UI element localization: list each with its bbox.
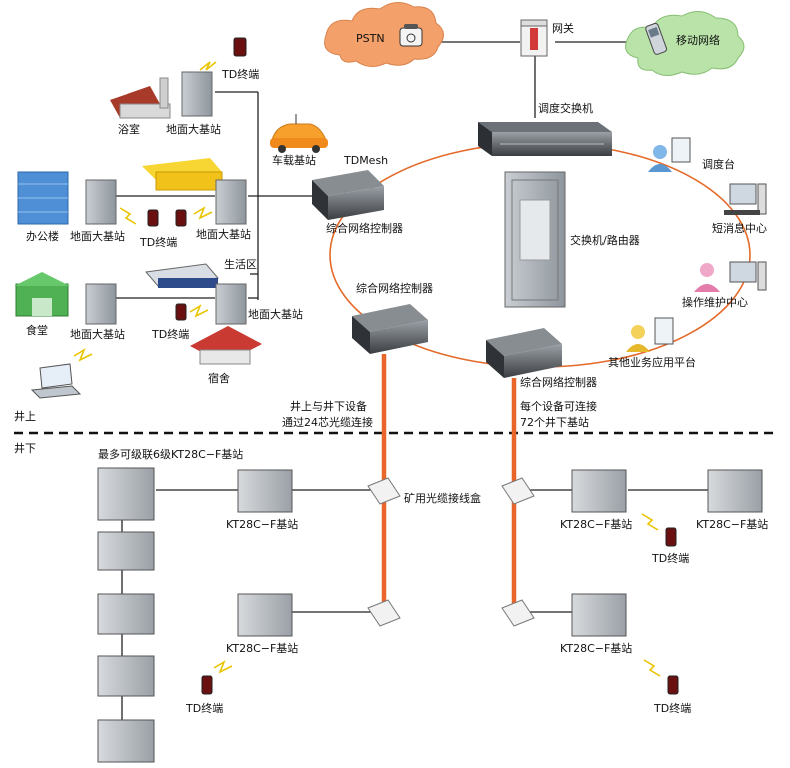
dorm-label: 宿舍 (208, 371, 230, 385)
switch-router-label: 交换机/路由器 (570, 233, 640, 247)
kt-station-label-3: KT28C−F基站 (560, 517, 632, 531)
dispatch-switch-label: 调度交换机 (538, 101, 593, 115)
kt-station-label-2: KT28C−F基站 (226, 641, 298, 655)
dispatch-desk-person-icon (648, 137, 691, 172)
network-controller-left-label: 综合网络控制器 (356, 281, 433, 295)
td-terminal-label-2: TD终端 (139, 235, 177, 249)
dorm-building-icon (190, 326, 262, 365)
canteen-building-icon (14, 272, 70, 317)
capacity-note-line-1: 每个设备可连接 (520, 399, 597, 413)
network-controller-top (312, 170, 384, 220)
switch-router-cabinet (504, 171, 566, 308)
living-building-yellow-icon (142, 158, 223, 191)
ground-station-label-1: 地面大基站 (166, 122, 221, 136)
office-building-icon (17, 171, 69, 225)
network-controller-right (486, 328, 562, 378)
fiber-box-label: 矿用光缆接线盒 (404, 491, 481, 505)
dispatch-desk-label: 调度台 (702, 157, 735, 171)
living-area-label: 生活区 (224, 257, 257, 271)
sms-center-computer-icon (724, 183, 767, 215)
td-terminal-label-6: TD终端 (653, 701, 691, 715)
td-terminal-label-4: TD终端 (651, 551, 689, 565)
pstn-label: PSTN (356, 32, 385, 45)
kt28c-station (237, 469, 763, 637)
ground-station-label-2: 地面大基站 (70, 229, 125, 243)
cascade-note: 最多可级联6级KT28C−F基站 (98, 447, 243, 461)
td-terminal-icon (199, 37, 247, 71)
ground-station-label-3: 地面大基站 (196, 227, 251, 241)
network-controller-left (352, 304, 428, 354)
td-terminal-icon (201, 513, 679, 695)
ground-station-label-4: 地面大基站 (70, 327, 125, 341)
mobile-phone-icon (645, 22, 668, 55)
td-terminal-icon (73, 303, 209, 362)
dispatch-switch-icon (478, 122, 612, 156)
td-terminal-label-1: TD终端 (221, 67, 259, 81)
bath-building-icon (110, 77, 171, 119)
other-platform-label: 其他业务应用平台 (608, 355, 696, 369)
kt-station-label-4: KT28C−F基站 (696, 517, 768, 531)
top-links (112, 41, 630, 300)
gateway-label: 网关 (552, 21, 574, 35)
ground-station-cabinet (85, 283, 247, 325)
vehicle-station-car-icon (270, 114, 328, 153)
ops-center-label: 操作维护中心 (682, 295, 748, 309)
network-controller-top-label: 综合网络控制器 (326, 221, 403, 235)
fiber-note-line-1: 井上与井下设备 (290, 399, 367, 413)
bath-label: 浴室 (118, 122, 140, 136)
gateway-icon (520, 19, 548, 57)
td-terminal-label-5: TD终端 (185, 701, 223, 715)
kt-station-label-5: KT28C−F基站 (560, 641, 632, 655)
below-ground-label: 井下 (14, 441, 36, 455)
other-platform-person-icon (626, 317, 674, 352)
laptop-icon (30, 363, 82, 399)
ground-station-label-5: 地面大基站 (248, 307, 303, 321)
kt-station-label-1: KT28C−F基站 (226, 517, 298, 531)
fiber-junction-box (367, 477, 535, 627)
office-label: 办公楼 (26, 229, 59, 243)
ground-station-cabinet (181, 71, 213, 117)
ground-station-cabinet (85, 179, 247, 225)
above-ground-label: 井上 (14, 409, 36, 423)
tdmesh-label: TDMesh (343, 154, 388, 167)
mobile-network-label: 移动网络 (676, 33, 720, 47)
ops-center-person-icon (694, 261, 767, 292)
pstn-cloud: PSTN (324, 2, 444, 67)
fiber-trunks (381, 354, 517, 610)
sms-center-label: 短消息中心 (712, 221, 767, 235)
living-area-building-icon (145, 263, 219, 288)
kt28c-cascade-column (97, 467, 155, 763)
network-controller-right-label: 综合网络控制器 (520, 375, 597, 389)
mobile-network-cloud: 移动网络 (625, 11, 745, 76)
td-terminal-icon (119, 206, 213, 227)
telephone-icon (399, 24, 423, 47)
capacity-note-line-2: 72个井下基站 (520, 415, 589, 429)
canteen-label: 食堂 (26, 323, 48, 337)
fiber-note-line-2: 通过24芯光缆连接 (282, 415, 373, 429)
td-terminal-label-3: TD终端 (151, 327, 189, 341)
vehicle-station-label: 车载基站 (272, 153, 316, 167)
